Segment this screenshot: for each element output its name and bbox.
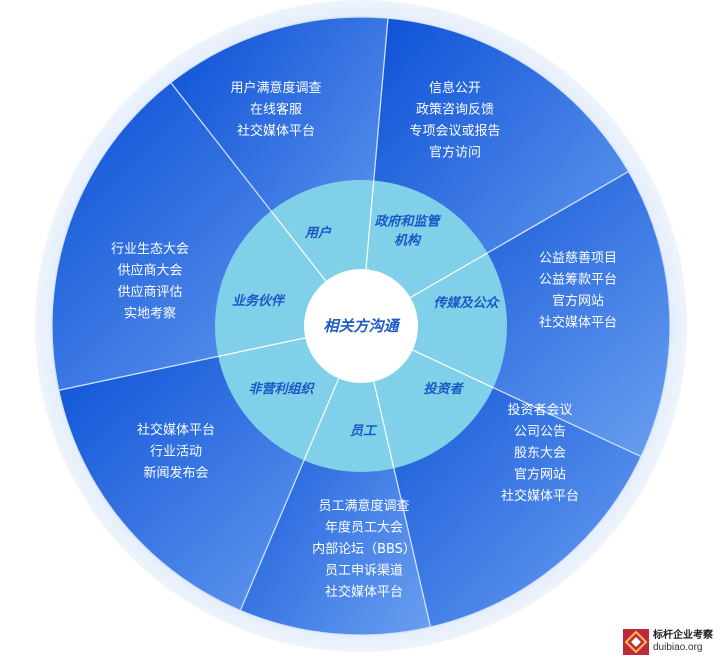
channel-item-nonprofits: 社交媒体平台 — [137, 422, 215, 438]
channel-item-investors: 公司公告 — [514, 425, 566, 440]
channel-item-users: 用户满意度调查 — [230, 80, 321, 96]
channel-item-nonprofits: 行业活动 — [150, 445, 202, 460]
channel-item-employees: 内部论坛（BBS） — [312, 541, 416, 557]
channel-item-partners: 供应商评估 — [117, 284, 182, 300]
channel-item-media-public: 官方网站 — [552, 293, 604, 309]
channel-item-investors: 股东大会 — [514, 446, 566, 461]
stakeholder-label-government: 政府和监管机构 — [374, 214, 442, 249]
channel-item-government: 专项会议或报告 — [409, 124, 500, 139]
channel-item-government: 官方访问 — [429, 145, 481, 161]
ring-divider-group — [218, 180, 494, 469]
stakeholder-label-investors: 投资者 — [423, 381, 464, 397]
channel-item-media-public: 公益慈善项目 — [539, 250, 617, 266]
channel-item-employees: 员工申诉渠道 — [325, 564, 403, 579]
channel-item-media-public: 社交媒体平台 — [539, 315, 617, 331]
stakeholder-label-employees: 员工 — [350, 424, 378, 439]
channel-item-government: 信息公开 — [429, 80, 481, 96]
channel-item-employees: 员工满意度调查 — [318, 498, 409, 514]
watermark-logo-icon — [623, 629, 649, 655]
channel-item-partners: 实地考察 — [124, 307, 176, 322]
stakeholder-label-nonprofits: 非营利组织 — [248, 381, 315, 397]
ring-divider — [365, 180, 375, 270]
channel-item-employees: 社交媒体平台 — [325, 584, 403, 600]
ring-divider — [270, 210, 327, 282]
ring-divider — [218, 337, 306, 357]
segment-government — [359, 170, 671, 458]
center-circle — [304, 269, 418, 383]
channel-item-nonprofits: 新闻发布会 — [143, 465, 208, 481]
channel-item-government: 政策咨询反馈 — [416, 102, 494, 118]
channel-item-employees: 年度员工大会 — [325, 520, 403, 536]
watermark-en: duibiao.org — [653, 642, 703, 653]
channel-item-media-public: 公益筹款平台 — [539, 272, 617, 288]
channel-item-users: 社交媒体平台 — [237, 123, 315, 139]
center-title: 相关方沟通 — [323, 317, 401, 335]
watermark: 标杆企业考察 duibiao.org — [623, 627, 719, 657]
ring-divider — [412, 349, 494, 389]
watermark-cn: 标杆企业考察 — [653, 630, 713, 641]
channel-item-investors: 投资者会议 — [507, 402, 572, 418]
channel-item-partners: 行业生态大会 — [111, 242, 189, 257]
channel-item-investors: 社交媒体平台 — [501, 488, 579, 504]
channel-item-investors: 官方网站 — [514, 467, 566, 483]
ring-divider — [373, 381, 395, 469]
segment-investors — [239, 324, 432, 636]
channel-item-users: 在线客服 — [250, 102, 302, 118]
stakeholder-label-partners: 业务伙伴 — [232, 293, 286, 309]
ring-divider — [410, 252, 488, 299]
ring-divider — [303, 378, 340, 461]
stakeholder-label-users: 用户 — [304, 225, 332, 241]
channel-item-partners: 供应商大会 — [117, 263, 182, 279]
stakeholder-label-media-public: 传媒及公众 — [433, 295, 500, 311]
